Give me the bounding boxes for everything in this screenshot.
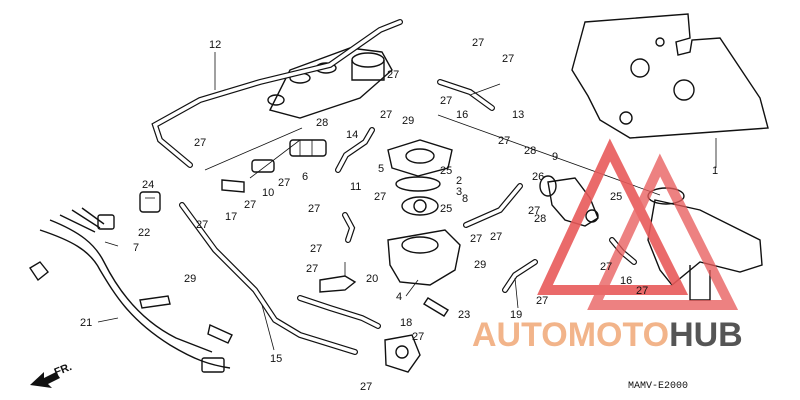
- callout-14: 14: [346, 129, 358, 141]
- joint-17: [221, 179, 245, 193]
- heat-shield-plate: [571, 13, 769, 139]
- callout-27: 27: [278, 177, 290, 189]
- callout-27: 27: [502, 53, 514, 65]
- callout-27: 27: [306, 263, 318, 275]
- callout-27: 27: [472, 37, 484, 49]
- callout-7: 7: [133, 242, 139, 254]
- callout-18: 18: [400, 317, 412, 329]
- callout-4: 4: [396, 291, 402, 303]
- callout-21: 21: [80, 317, 92, 329]
- callout-1: 1: [712, 165, 718, 177]
- callout-27: 27: [528, 205, 540, 217]
- callout-3: 3: [456, 186, 462, 198]
- callout-15: 15: [270, 353, 282, 365]
- callout-24: 24: [142, 179, 154, 191]
- callout-29: 29: [402, 115, 414, 127]
- callout-20: 20: [366, 273, 378, 285]
- callout-27: 27: [412, 331, 424, 343]
- hose-13: [437, 79, 495, 111]
- callout-27: 27: [380, 109, 392, 121]
- callout-27: 27: [196, 219, 208, 231]
- callout-6: 6: [302, 171, 308, 183]
- callout-27: 27: [244, 199, 256, 211]
- wire-harness: [29, 207, 233, 373]
- callout-27: 27: [440, 95, 452, 107]
- callout-28: 28: [524, 145, 536, 157]
- callout-28: 28: [534, 213, 546, 225]
- air-valve-9: [539, 175, 599, 227]
- callout-2: 2: [456, 175, 462, 187]
- callout-29: 29: [474, 259, 486, 271]
- injector-6: [289, 139, 327, 157]
- bracket-bottom: [384, 334, 421, 373]
- callout-19: 19: [510, 309, 522, 321]
- callout-28: 28: [316, 117, 328, 129]
- callout-27: 27: [490, 231, 502, 243]
- watermark-logo: [537, 138, 739, 310]
- callout-17: 17: [225, 211, 237, 223]
- callout-11: 11: [350, 181, 361, 193]
- callout-27: 27: [308, 203, 320, 215]
- hose-15: [179, 202, 358, 355]
- callout-16: 16: [620, 275, 632, 287]
- callout-23: 23: [458, 309, 470, 321]
- callout-12: 12: [209, 39, 221, 51]
- callout-26: 26: [532, 171, 544, 183]
- callout-27: 27: [360, 381, 372, 393]
- callout-27: 27: [636, 285, 648, 297]
- fitting-10: [251, 159, 275, 173]
- callout-10: 10: [262, 187, 274, 199]
- callout-27: 27: [387, 69, 399, 81]
- callout-27: 27: [470, 233, 482, 245]
- plug-23: [423, 297, 449, 317]
- front-label: FR.: [53, 361, 74, 379]
- watermark-text: AUTOMOTOHUB: [472, 316, 743, 354]
- pipe-joint-20: [319, 262, 357, 293]
- callout-16: 16: [456, 109, 468, 121]
- callout-27: 27: [536, 295, 548, 307]
- hose-18: [297, 295, 381, 329]
- callout-27: 27: [498, 135, 510, 147]
- intake-manifold: [267, 47, 393, 119]
- hose-14: [335, 127, 375, 173]
- callout-8: 8: [462, 193, 468, 205]
- valve-assembly: [387, 139, 461, 286]
- callout-27: 27: [600, 261, 612, 273]
- front-arrow-icon: [30, 372, 60, 388]
- callout-27: 27: [310, 243, 322, 255]
- callout-22: 22: [138, 227, 150, 239]
- callout-27: 27: [194, 137, 206, 149]
- callout-13: 13: [512, 109, 524, 121]
- callout-27: 27: [374, 191, 386, 203]
- hose-12: [151, 19, 403, 168]
- callout-25: 25: [440, 165, 452, 177]
- hose-11: [342, 212, 356, 243]
- sensor-22: [139, 191, 161, 213]
- callout-9: 9: [552, 151, 558, 163]
- callout-25: 25: [610, 191, 622, 203]
- drawing-code: MAMV-E2000: [628, 381, 688, 392]
- callout-25: 25: [440, 203, 452, 215]
- hose-8: [463, 183, 523, 228]
- callout-5: 5: [378, 163, 384, 175]
- callout-29: 29: [184, 273, 196, 285]
- hose-19: [502, 259, 538, 293]
